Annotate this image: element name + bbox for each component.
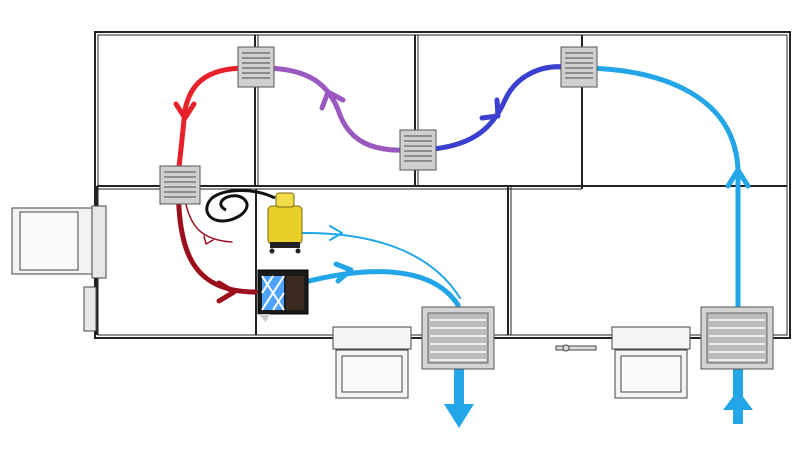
intake-arrow-icon [723,338,753,424]
window-ac-icon-bottom-right [611,326,691,399]
vacuum-icon [205,189,303,254]
purple-arrowhead [319,89,346,111]
flow-arrowheads [173,89,751,304]
vacuum-hose [205,189,276,223]
vent-grille-icon-left [159,165,201,205]
hot-air-path-top [175,65,249,178]
exhaust-arrow-icon [444,336,474,428]
warm-air-path [175,187,258,295]
vent-grille-icon-center [399,129,437,171]
purple-air-path [259,65,413,153]
vent-grille-icon-top-right [560,46,598,88]
air-scrubber-icon [257,269,309,322]
vent-grille-icon-top-left [237,46,275,88]
cool-air-path-scrubber [302,269,461,308]
cool-arrowhead-thin [329,225,343,241]
cool-arrowhead-up [725,167,751,189]
cool-arrowhead-scrubber [333,261,354,284]
window-ac-icon-bottom-left [332,326,412,399]
vent-grille-icon-intake [700,306,774,370]
red-arrowhead-down [173,101,197,121]
cool-air-path-thin [299,231,461,299]
blue-arrowhead [479,97,501,121]
door-handle [555,344,597,352]
dark-red-arrowhead [216,280,237,304]
window-ac-icon-left [11,205,107,332]
warm-air-path-thin [184,199,233,243]
blue-air-path [417,64,575,153]
thin-red-arrowhead [203,235,214,245]
cool-air-return-path [585,65,741,321]
vent-grille-icon-exhaust [421,306,495,370]
